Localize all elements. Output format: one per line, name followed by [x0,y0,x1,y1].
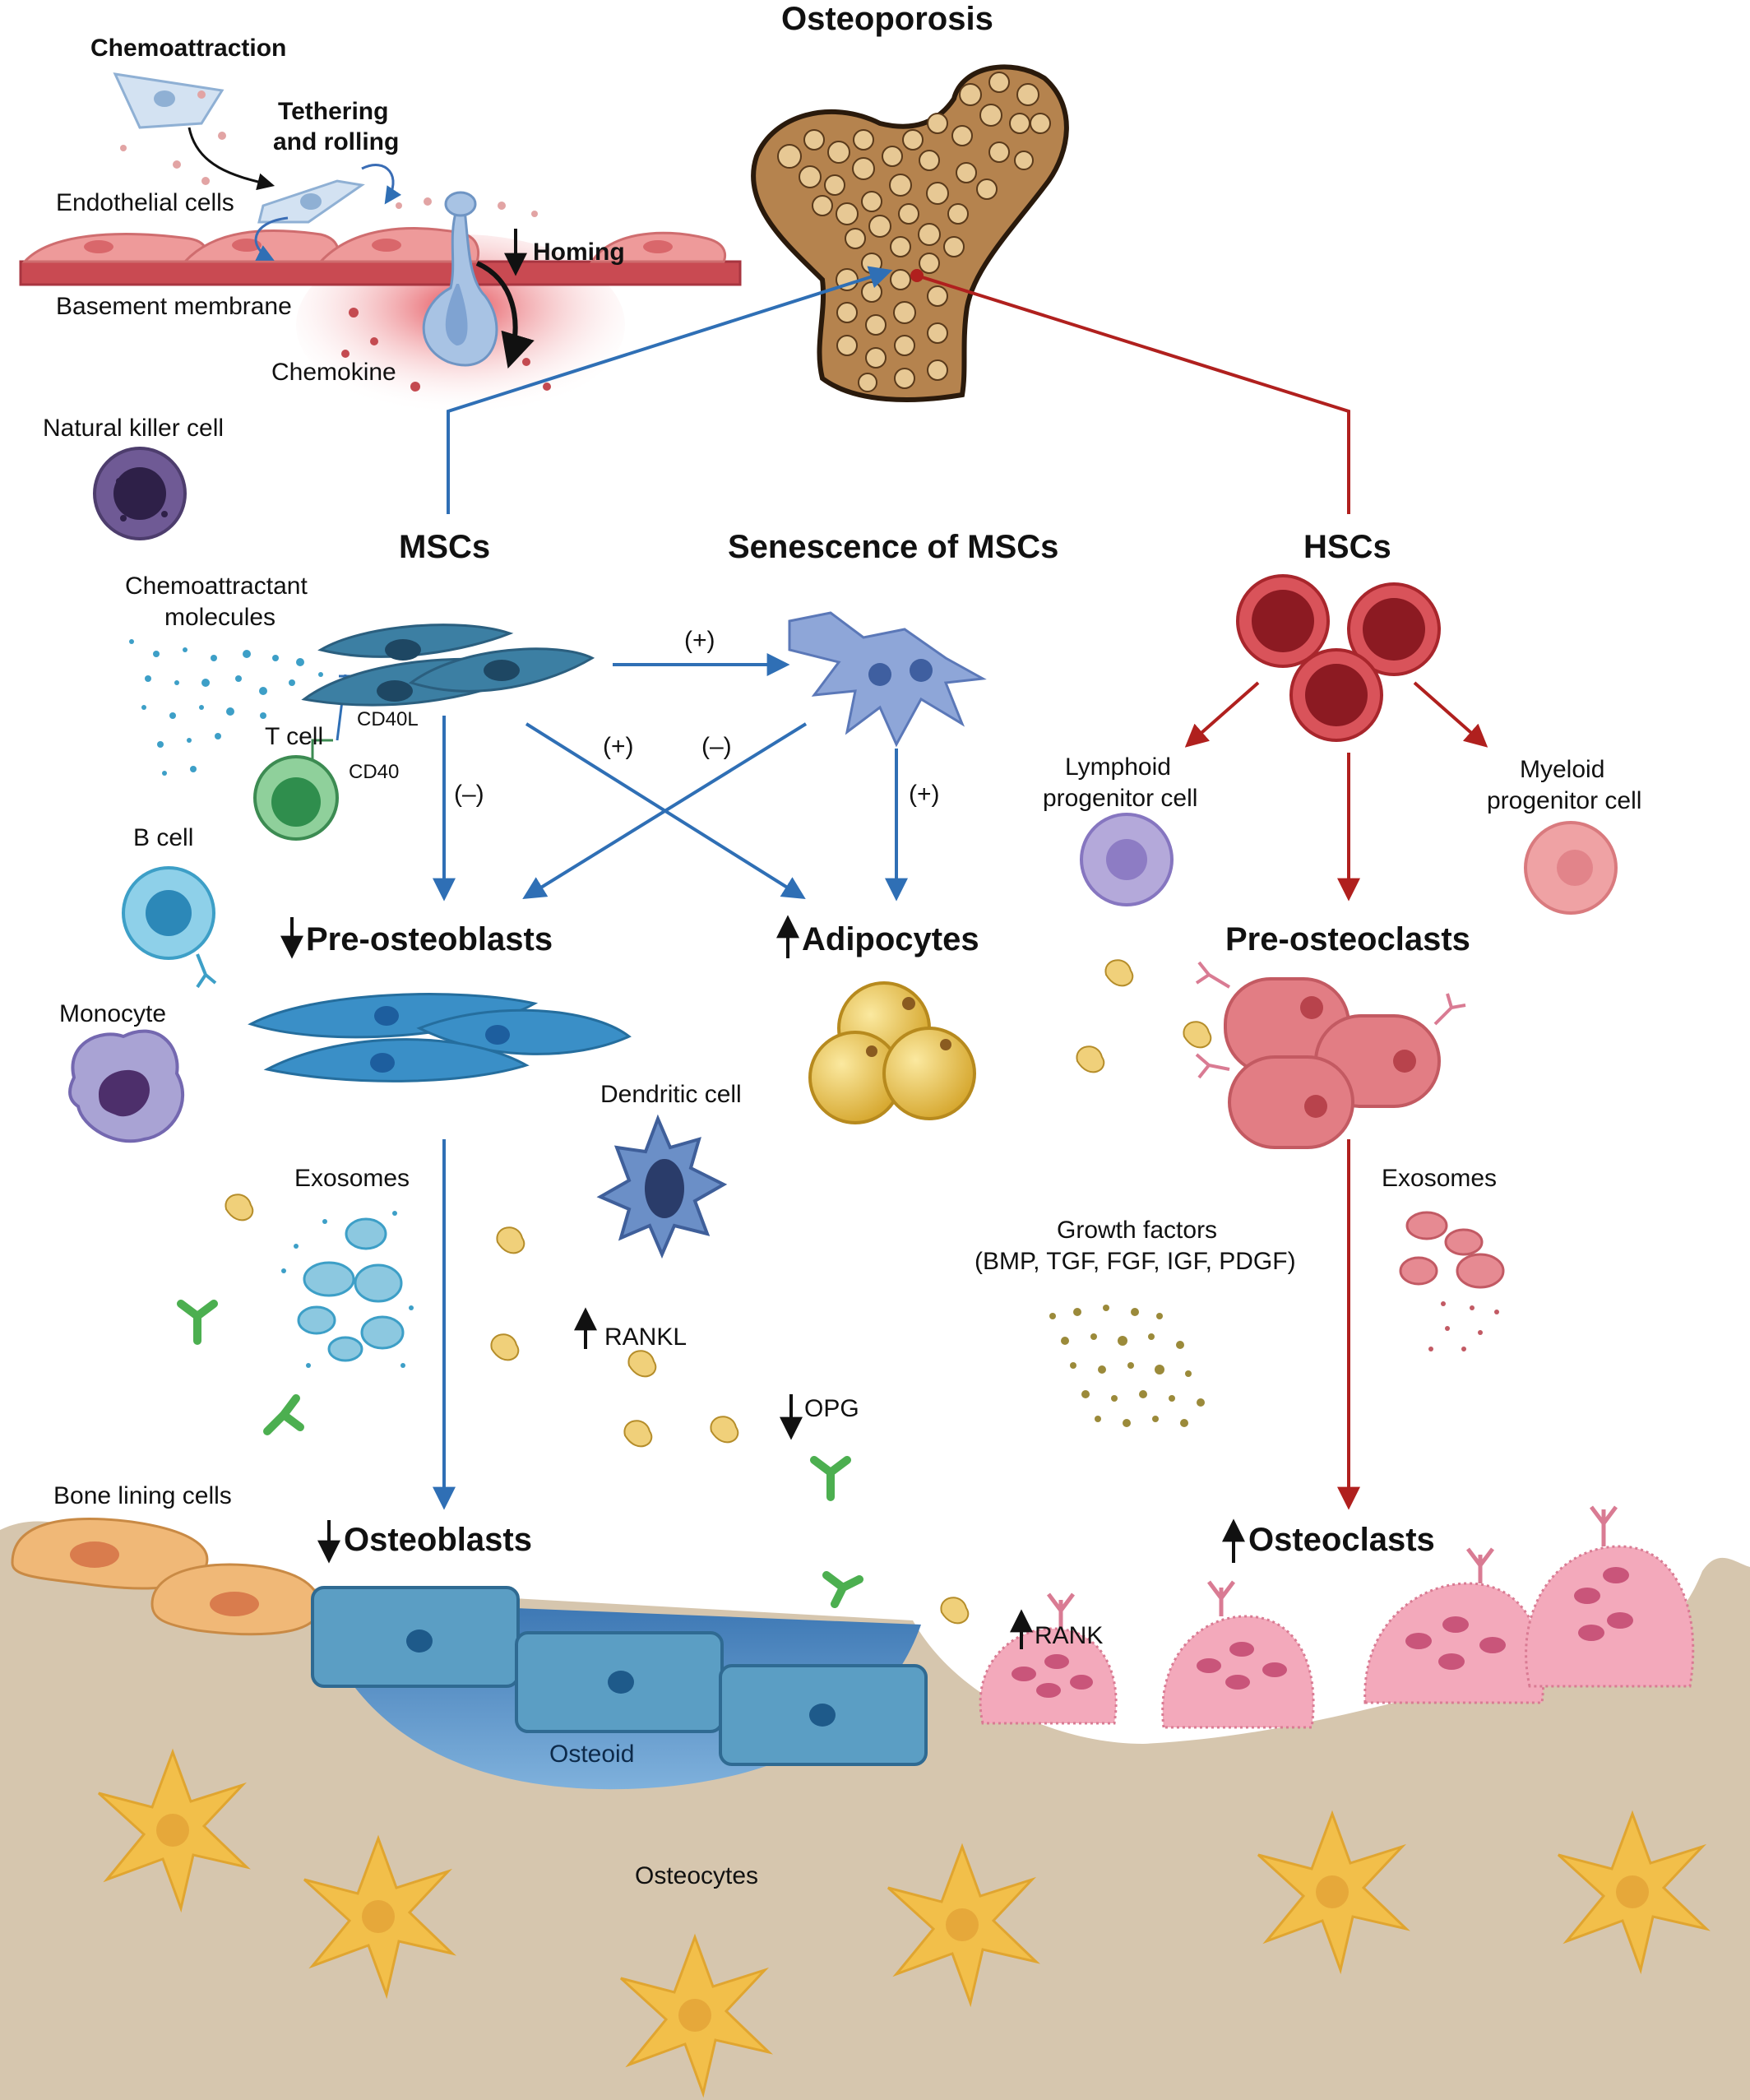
mscs-label: MSCs [399,529,490,565]
t-cell [253,755,339,841]
msc-connector [447,266,893,514]
exosomes-left [297,1217,405,1362]
chemoattractant-label-1: Chemoattractant [125,573,308,600]
sign-msc-to-senescence: (+) [684,627,715,654]
pre-osteoclast-cells [1195,961,1466,1149]
pre-osteoblasts-label: Pre-osteoblasts [306,921,553,957]
tethering-label-1: Tethering [278,98,388,125]
bone-lining-label: Bone lining cells [53,1482,232,1509]
tethering-label-2: and rolling [273,128,399,155]
osteoporotic-femur: Osteoporosis [751,1,1069,402]
monocyte [68,1029,185,1143]
exosomes-right-label: Exosomes [1382,1165,1497,1192]
myeloid-progenitor-cell [1524,821,1618,915]
b-cell [122,866,217,989]
nk-cell [93,447,187,540]
rankl-particles [225,959,1212,1625]
homing-label: Homing [533,239,625,266]
t-cell-label: T cell [265,723,323,750]
basement-membrane-label: Basement membrane [56,293,292,320]
hscs-label: HSCs [1303,529,1391,565]
osteoclasts-label: Osteoclasts [1248,1522,1435,1558]
opg-label: OPG [804,1395,859,1422]
osteocytes-group [97,1748,1711,2098]
diagram-title: Osteoporosis [781,1,993,37]
osteocytes-label: Osteocytes [635,1862,758,1889]
myeloid-label-1: Myeloid [1520,756,1604,783]
exosomes-left-label: Exosomes [294,1165,410,1192]
rank-label: RANK [1035,1622,1103,1649]
hsc-connector [916,274,1350,514]
endothelial-label: Endothelial cells [56,189,234,216]
cd40l-label: CD40L [357,708,419,730]
homing-panel: Chemoattraction Tethering and rolling En… [19,35,742,415]
monocyte-label: Monocyte [59,1000,166,1027]
nk-cell-label: Natural killer cell [43,415,224,442]
senescent-msc-cells [788,611,987,748]
chemoattractant-dots [129,639,323,776]
exosomes-right [1399,1211,1505,1289]
sign-msc-to-preosteoblast: (–) [454,781,484,808]
lymphoid-label-2: progenitor cell [1043,785,1197,812]
adipocyte-cells [808,981,976,1124]
chemoattraction-label: Chemoattraction [90,35,286,62]
sign-senescence-to-adipocyte: (+) [909,781,940,808]
rankl-label: RANKL [604,1324,687,1351]
bone-lining-cells [11,1518,321,1636]
sign-senescence-to-preosteoblast: (–) [701,733,732,760]
growth-factors-label-1: Growth factors [1057,1217,1217,1244]
growth-factors-label-2: (BMP, TGF, FGF, IGF, PDGF) [975,1248,1296,1275]
msc-cells [301,624,595,707]
lymphoid-label-1: Lymphoid [1065,753,1171,781]
sign-msc-to-adipocyte: (+) [603,733,634,760]
osteoblast-layer [311,1586,928,1766]
lymphoid-progenitor-cell [1080,813,1174,906]
opg-molecules [177,1300,863,1608]
pre-osteoblast-cells [248,993,632,1082]
dendritic-cell-label: Dendritic cell [600,1081,742,1108]
dendritic-cell [596,1114,728,1259]
osteoblasts-label: Osteoblasts [344,1522,532,1558]
pre-osteoclasts-label: Pre-osteoclasts [1225,921,1470,957]
hsc-cells [1236,574,1441,742]
myeloid-label-2: progenitor cell [1487,787,1641,814]
cd40-label: CD40 [349,761,399,783]
osteoclast-group [979,1505,1695,1729]
osteoid-label: Osteoid [549,1741,634,1768]
growth-factor-dots [1049,1305,1205,1427]
senescence-label: Senescence of MSCs [728,529,1058,565]
b-cell-label: B cell [133,824,193,851]
chemokine-label: Chemokine [271,359,396,386]
adipocytes-label: Adipocytes [802,921,979,957]
basement-membrane [19,260,742,286]
chemoattractant-label-2: molecules [164,604,275,631]
